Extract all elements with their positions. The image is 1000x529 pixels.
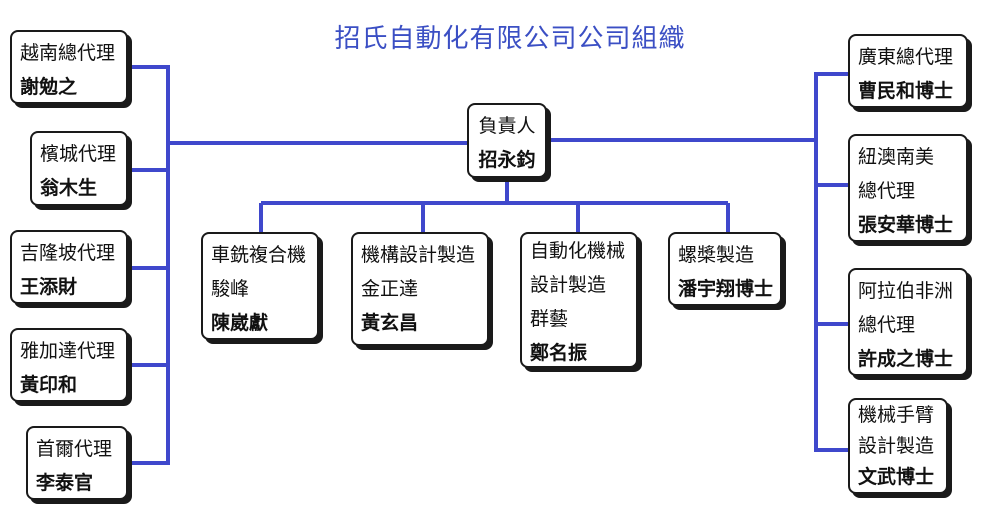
right-agent-box: 廣東總代理 曹民和博士 bbox=[848, 34, 968, 108]
agent-name: 黃印和 bbox=[20, 374, 78, 396]
department-head-name: 陳崴獻 bbox=[211, 312, 269, 334]
left-agent-box: 檳城代理 翁木生 bbox=[30, 131, 128, 206]
agent-role: 檳城代理 bbox=[40, 143, 117, 165]
agent-role: 越南總代理 bbox=[20, 42, 116, 64]
department-head-name: 黃玄昌 bbox=[361, 312, 419, 334]
agent-name: 謝勉之 bbox=[20, 76, 78, 98]
agent-name: 許成之博士 bbox=[858, 348, 954, 370]
department-box: 螺槳製造 潘宇翔博士 bbox=[668, 232, 782, 306]
left-agent-box: 越南總代理 謝勉之 bbox=[10, 30, 128, 104]
department-line: 金正達 bbox=[361, 278, 419, 300]
agent-name: 王添財 bbox=[20, 276, 78, 298]
agent-name: 曹民和博士 bbox=[858, 80, 954, 102]
agent-name: 張安華博士 bbox=[858, 214, 954, 236]
department-line: 機構設計製造 bbox=[361, 244, 476, 266]
department-line: 螺槳製造 bbox=[678, 244, 755, 266]
right-agent-box: 紐澳南美 總代理 張安華博士 bbox=[848, 134, 968, 242]
agent-name: 李泰官 bbox=[36, 472, 94, 494]
department-line: 車銑複合機 bbox=[211, 244, 307, 266]
agent-role: 吉隆坡代理 bbox=[20, 242, 116, 264]
agent-role: 首爾代理 bbox=[36, 438, 113, 460]
agent-name: 文武博士 bbox=[858, 466, 935, 488]
department-box: 機構設計製造 金正達 黃玄昌 bbox=[351, 232, 489, 346]
department-line: 群藝 bbox=[530, 308, 569, 330]
head-role: 負責人 bbox=[478, 115, 536, 137]
agent-role: 總代理 bbox=[858, 180, 916, 202]
agent-role: 機械手臂 bbox=[858, 404, 935, 426]
agent-role: 設計製造 bbox=[858, 435, 935, 457]
left-agent-box: 首爾代理 李泰官 bbox=[26, 426, 128, 500]
chart-title: 招氏自動化有限公司公司組織 bbox=[334, 24, 686, 54]
department-line: 設計製造 bbox=[530, 274, 607, 296]
department-head-name: 潘宇翔博士 bbox=[678, 278, 774, 300]
agent-role: 總代理 bbox=[858, 314, 916, 336]
agent-role: 廣東總代理 bbox=[858, 46, 954, 68]
right-agent-box: 阿拉伯非洲 總代理 許成之博士 bbox=[848, 268, 968, 376]
agent-role: 雅加達代理 bbox=[20, 340, 116, 362]
department-head-name: 鄭名振 bbox=[530, 342, 588, 364]
agent-name: 翁木生 bbox=[40, 177, 98, 199]
left-agent-box: 吉隆坡代理 王添財 bbox=[10, 230, 128, 304]
department-line: 自動化機械 bbox=[530, 240, 626, 262]
department-line: 駿峰 bbox=[211, 278, 250, 300]
department-box: 車銑複合機 駿峰 陳崴獻 bbox=[201, 232, 319, 340]
head-box: 負責人 招永鈞 bbox=[467, 103, 547, 178]
right-agent-box: 機械手臂 設計製造 文武博士 bbox=[848, 398, 948, 494]
agent-role: 紐澳南美 bbox=[858, 146, 935, 168]
left-agent-box: 雅加達代理 黃印和 bbox=[10, 328, 128, 402]
department-box: 自動化機械 設計製造 群藝 鄭名振 bbox=[520, 232, 638, 368]
agent-role: 阿拉伯非洲 bbox=[858, 280, 954, 302]
head-name: 招永鈞 bbox=[478, 149, 536, 171]
